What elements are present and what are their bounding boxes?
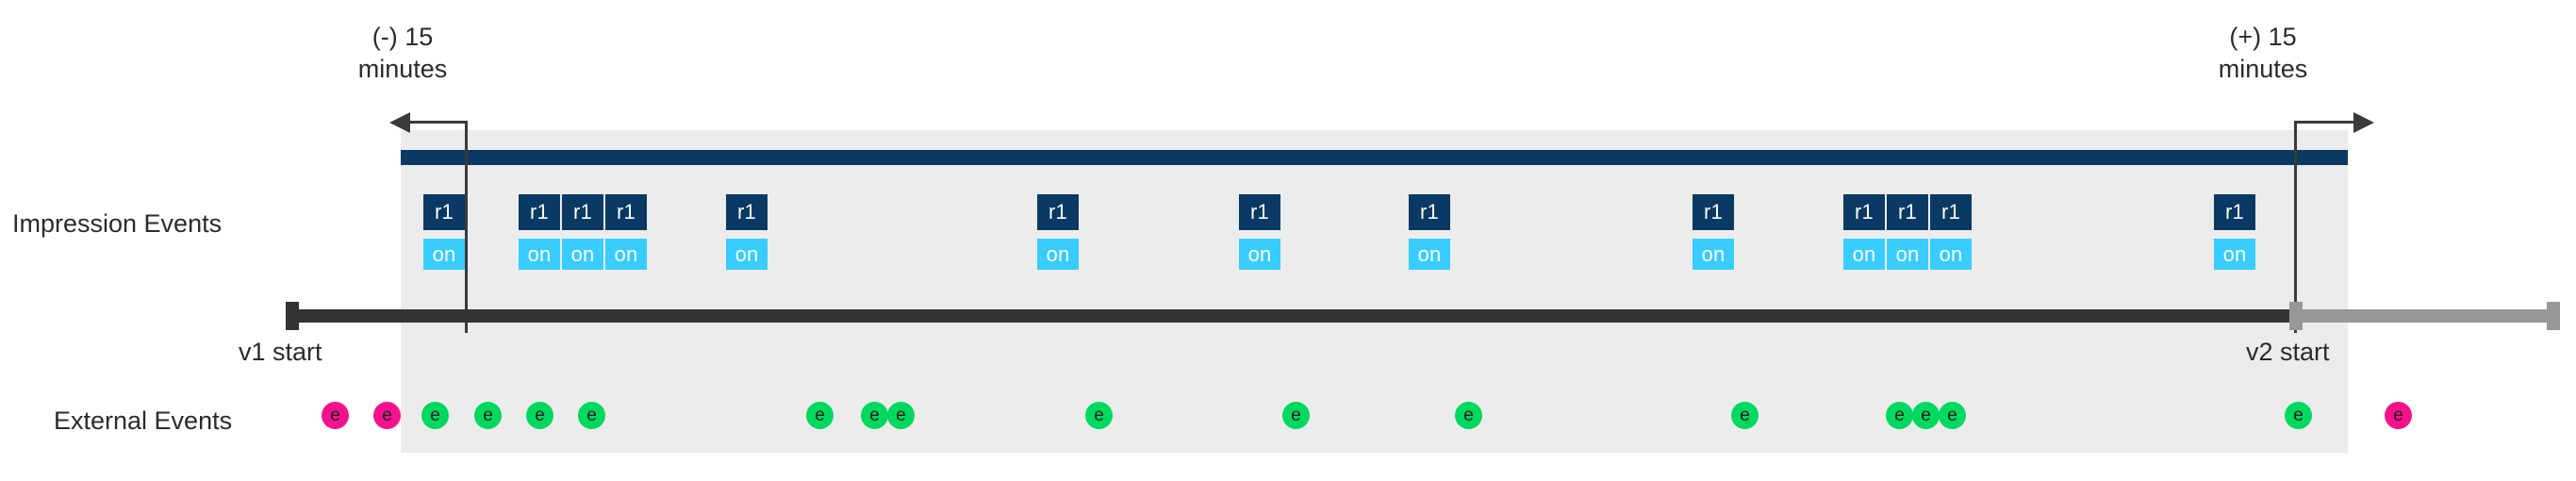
- request-chip[interactable]: r1: [726, 194, 768, 230]
- impression-event-group[interactable]: r1 on: [2214, 194, 2255, 270]
- external-event-dot[interactable]: e: [1912, 402, 1940, 429]
- right-boundary-label: (+) 15 minutes: [2150, 21, 2376, 85]
- signal-chip[interactable]: on: [423, 239, 465, 270]
- timeline-start-cap: [286, 302, 299, 330]
- external-event-dot[interactable]: e: [1455, 402, 1482, 429]
- right-boundary-label-line1: (+) 15: [2229, 23, 2297, 51]
- request-chip[interactable]: r1: [2214, 194, 2255, 230]
- signal-chip[interactable]: on: [1409, 239, 1450, 270]
- timeline-end-cap: [2547, 302, 2560, 330]
- right-boundary-label-line2: minutes: [2218, 55, 2308, 83]
- signal-chip[interactable]: on: [1887, 239, 1928, 270]
- timeline-axis-v1: [288, 309, 2298, 323]
- left-boundary-label-line2: minutes: [357, 55, 448, 83]
- right-boundary-line: [2294, 121, 2297, 333]
- external-event-dot[interactable]: e: [322, 402, 349, 429]
- external-events-row-label: External Events: [54, 406, 233, 435]
- external-event-dot[interactable]: e: [2285, 402, 2312, 429]
- impression-event-group[interactable]: r1 on: [1693, 194, 1734, 270]
- impression-event-group[interactable]: r1 on: [726, 194, 768, 270]
- external-event-dot[interactable]: e: [1731, 402, 1759, 429]
- impression-events-row-label: Impression Events: [12, 209, 223, 238]
- signal-chip[interactable]: on: [562, 239, 603, 270]
- external-event-dot[interactable]: e: [1939, 402, 1966, 429]
- signal-chip[interactable]: on: [1693, 239, 1734, 270]
- left-boundary-line: [465, 121, 468, 333]
- impression-event-group[interactable]: r1 on: [1843, 194, 1885, 270]
- request-chip[interactable]: r1: [1843, 194, 1885, 230]
- left-arrow-icon: [389, 112, 410, 133]
- external-event-dot[interactable]: e: [373, 402, 401, 429]
- external-event-dot[interactable]: e: [861, 402, 888, 429]
- signal-chip[interactable]: on: [1843, 239, 1885, 270]
- right-boundary-arm: [2294, 121, 2353, 124]
- version-duration-bar: [401, 150, 2348, 165]
- external-event-dot[interactable]: e: [1282, 402, 1310, 429]
- signal-chip[interactable]: on: [1239, 239, 1280, 270]
- external-event-dot[interactable]: e: [887, 402, 915, 429]
- signal-chip[interactable]: on: [605, 239, 647, 270]
- signal-chip[interactable]: on: [1930, 239, 1972, 270]
- external-event-dot[interactable]: e: [806, 402, 834, 429]
- left-boundary-label-line1: (-) 15: [372, 23, 434, 51]
- external-event-dot[interactable]: e: [474, 402, 502, 429]
- external-event-dot[interactable]: e: [1085, 402, 1113, 429]
- impression-event-group[interactable]: r1 on: [1239, 194, 1280, 270]
- v2-start-caption: v2 start: [2246, 338, 2330, 366]
- request-chip[interactable]: r1: [1409, 194, 1450, 230]
- impression-event-group[interactable]: r1 on: [519, 194, 560, 270]
- external-event-dot[interactable]: e: [578, 402, 605, 429]
- signal-chip[interactable]: on: [726, 239, 768, 270]
- request-chip[interactable]: r1: [1693, 194, 1734, 230]
- signal-chip[interactable]: on: [1037, 239, 1079, 270]
- request-chip[interactable]: r1: [423, 194, 465, 230]
- left-boundary-arm: [408, 121, 468, 124]
- timeline-v2-start-cap: [2289, 302, 2303, 330]
- external-event-dot[interactable]: e: [1886, 402, 1913, 429]
- attribution-window-band: [401, 130, 2348, 453]
- right-arrow-icon: [2353, 112, 2374, 133]
- v1-start-caption: v1 start: [239, 338, 322, 366]
- impression-event-group[interactable]: r1 on: [1409, 194, 1450, 270]
- request-chip[interactable]: r1: [1239, 194, 1280, 230]
- request-chip[interactable]: r1: [562, 194, 603, 230]
- external-event-dot[interactable]: e: [421, 402, 449, 429]
- impression-event-group[interactable]: r1 on: [423, 194, 465, 270]
- request-chip[interactable]: r1: [1037, 194, 1079, 230]
- left-boundary-label: (-) 15 minutes: [289, 21, 516, 85]
- timeline-axis-v2: [2291, 309, 2560, 323]
- external-event-dot[interactable]: e: [2385, 402, 2412, 429]
- impression-event-group[interactable]: r1 on: [605, 194, 647, 270]
- impression-event-group[interactable]: r1 on: [1887, 194, 1928, 270]
- request-chip[interactable]: r1: [605, 194, 647, 230]
- request-chip[interactable]: r1: [1930, 194, 1972, 230]
- request-chip[interactable]: r1: [1887, 194, 1928, 230]
- impression-event-group[interactable]: r1 on: [562, 194, 603, 270]
- impression-event-group[interactable]: r1 on: [1930, 194, 1972, 270]
- impression-event-group[interactable]: r1 on: [1037, 194, 1079, 270]
- signal-chip[interactable]: on: [519, 239, 560, 270]
- request-chip[interactable]: r1: [519, 194, 560, 230]
- signal-chip[interactable]: on: [2214, 239, 2255, 270]
- external-event-dot[interactable]: e: [526, 402, 553, 429]
